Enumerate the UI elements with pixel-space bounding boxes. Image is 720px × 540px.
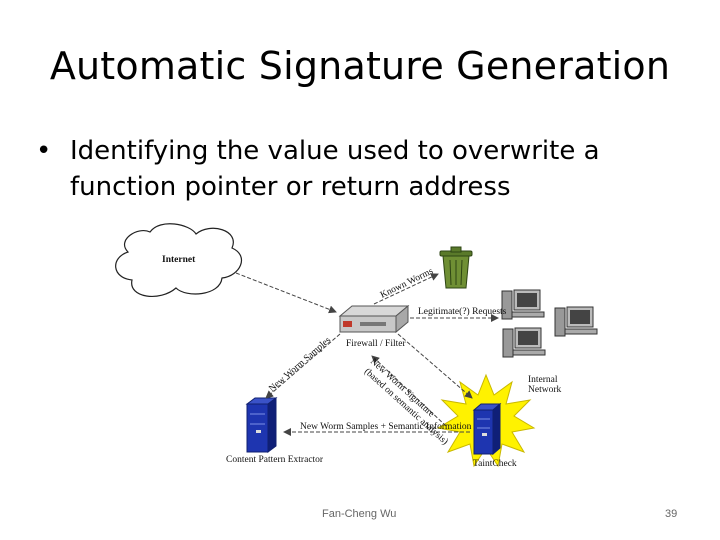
signature-to-firewall-arrow — [371, 355, 447, 427]
trash-can-icon — [439, 246, 473, 289]
new-worm-signature-label: (based on semantic analysis) — [362, 366, 450, 447]
internet-to-firewall-arrow — [235, 272, 337, 314]
firewall-device-icon — [338, 304, 410, 334]
internal-network-label: Network — [528, 385, 561, 395]
internal-network-label: Internal — [528, 375, 558, 385]
firewall-to-extractor-arrow — [265, 333, 341, 399]
bullet-text: Identifying the value used to overwrite … — [70, 136, 600, 202]
computer-icon — [554, 306, 598, 337]
samples-semantic-info-label: New Worm Samples + Semantic Information — [300, 421, 472, 432]
firewall-label: Firewall / Filter — [346, 339, 406, 349]
server-icon — [472, 402, 502, 456]
server-icon — [245, 397, 278, 453]
known-worms-label: Known Worms — [379, 266, 435, 300]
slide-title: Automatic Signature Generation — [49, 44, 671, 88]
page-number: 39 — [665, 508, 678, 520]
taintcheck-label: TaintCheck — [473, 459, 517, 469]
legitimate-requests-label: Legitimate(?) Requests — [418, 306, 507, 317]
bullet-dot: • — [36, 136, 52, 166]
internet-label: Internet — [162, 255, 196, 265]
new-worm-samples-label: New Worm Samples — [267, 335, 333, 394]
computer-icon — [502, 327, 546, 358]
footer-author: Fan-Cheng Wu — [322, 508, 397, 520]
content-pattern-extractor-label: Content Pattern Extractor — [226, 455, 324, 465]
computer-icon — [501, 289, 545, 320]
firewall-to-taintcheck-arrow — [397, 333, 473, 399]
internet-cloud-icon — [115, 223, 243, 297]
